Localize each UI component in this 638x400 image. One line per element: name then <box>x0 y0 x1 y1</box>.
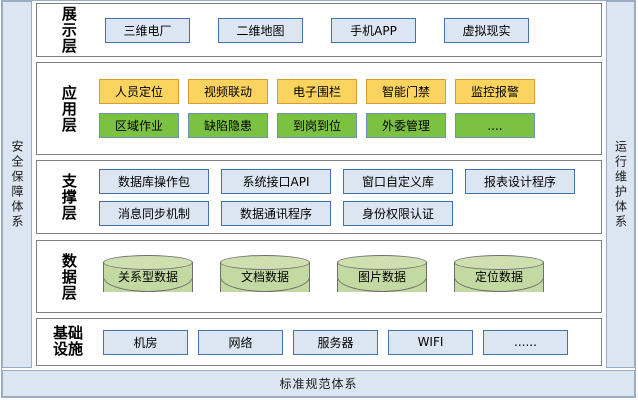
node-outsourcing-management[interactable]: 外委管理 <box>366 113 446 138</box>
node-defects-hazards[interactable]: 缺陷隐患 <box>188 113 268 138</box>
node-system-interface-api[interactable]: 系统接口API <box>221 168 331 194</box>
bottom-band-standards-system: 标准规范体系 <box>2 370 635 397</box>
right-band-label: 运行维护体系 <box>613 139 628 230</box>
node-mobile-app[interactable]: 手机APP <box>331 17 416 43</box>
bottom-band-label: 标准规范体系 <box>279 377 358 391</box>
layer-support-label: 支撑层 <box>59 173 78 221</box>
layer-data-row-1: 关系型数据 文档数据 图片数据 定 <box>99 254 595 299</box>
node-on-duty-in-place[interactable]: 到岗到位 <box>277 113 357 138</box>
node-message-sync-mechanism[interactable]: 消息同步机制 <box>99 200 209 226</box>
left-band-label: 安全保障体系 <box>10 139 24 230</box>
layer-application-row-2: 区域作业 缺陷隐患 到岗到位 外委管理 .... <box>99 113 595 138</box>
layer-application-body: 人员定位 视频联动 电子围栏 智能门禁 监控报警 区域作业 缺陷隐患 到岗到位 … <box>99 79 601 138</box>
layer-presentation-row-1: 三维电厂 二维地图 手机APP 虚拟现实 <box>99 17 595 43</box>
layer-data-body: 关系型数据 文档数据 图片数据 定 <box>99 254 601 299</box>
cylinder-label: 图片数据 <box>357 270 406 284</box>
layer-infrastructure-label: 基础设施 <box>52 324 83 358</box>
layer-application-label: 应用层 <box>59 84 78 133</box>
layer-support-row-2: 消息同步机制 数据通讯程序 身份权限认证 <box>99 200 595 226</box>
node-electronic-fence[interactable]: 电子围栏 <box>277 79 357 104</box>
node-personnel-positioning[interactable]: 人员定位 <box>99 79 179 104</box>
layer-application-row-1: 人员定位 视频联动 电子围栏 智能门禁 监控报警 <box>99 79 595 104</box>
cylinder-label: 定位数据 <box>474 270 523 284</box>
cylinder-image-data[interactable]: 图片数据 <box>337 254 427 299</box>
node-network[interactable]: 网络 <box>198 329 283 355</box>
node-window-custom-library[interactable]: 窗口自定义库 <box>343 168 453 194</box>
node-data-communication-program[interactable]: 数据通讯程序 <box>221 200 331 226</box>
layer-infrastructure-row-1: 机房 网络 服务器 WIFI ...... <box>99 329 595 355</box>
cylinder-top <box>103 254 193 270</box>
node-video-linkage[interactable]: 视频联动 <box>188 79 268 104</box>
layer-data-label: 数据层 <box>59 252 78 301</box>
layer-presentation-body: 三维电厂 二维地图 手机APP 虚拟现实 <box>99 17 601 43</box>
layer-presentation-label: 展示层 <box>59 6 78 54</box>
layer-presentation: 展示层 三维电厂 二维地图 手机APP 虚拟现实 <box>36 3 602 57</box>
cylinder-top <box>220 254 310 270</box>
left-band-security-system: 安全保障体系 <box>2 1 32 368</box>
node-report-design-program[interactable]: 报表设计程序 <box>465 168 575 194</box>
node-smart-access-control[interactable]: 智能门禁 <box>366 79 446 104</box>
layer-support-body: 数据库操作包 系统接口API 窗口自定义库 报表设计程序 消息同步机制 数据通讯… <box>99 168 601 226</box>
node-wifi[interactable]: WIFI <box>388 329 473 355</box>
node-virtual-reality[interactable]: 虚拟现实 <box>444 17 529 43</box>
cylinder-relational-data[interactable]: 关系型数据 <box>103 254 193 299</box>
node-identity-authorization[interactable]: 身份权限认证 <box>343 200 453 226</box>
node-infrastructure-more[interactable]: ...... <box>483 329 568 355</box>
node-3d-power-plant[interactable]: 三维电厂 <box>105 17 190 43</box>
layer-infrastructure: 基础设施 机房 网络 服务器 WIFI ...... <box>36 318 602 366</box>
layer-infrastructure-body: 机房 网络 服务器 WIFI ...... <box>99 329 601 355</box>
node-application-more[interactable]: .... <box>455 113 535 138</box>
node-computer-room[interactable]: 机房 <box>103 329 188 355</box>
right-band-operations-system: 运行维护体系 <box>606 1 635 368</box>
cylinder-positioning-data[interactable]: 定位数据 <box>454 254 544 299</box>
layer-support-row-1: 数据库操作包 系统接口API 窗口自定义库 报表设计程序 <box>99 168 595 194</box>
node-2d-map[interactable]: 二维地图 <box>218 17 303 43</box>
node-database-operation-package[interactable]: 数据库操作包 <box>99 168 209 194</box>
cylinder-label: 关系型数据 <box>117 270 178 284</box>
node-server[interactable]: 服务器 <box>293 329 378 355</box>
layer-data: 数据层 关系型数据 文档数据 <box>36 240 602 313</box>
cylinder-document-data[interactable]: 文档数据 <box>220 254 310 299</box>
cylinder-top <box>454 254 544 270</box>
cylinder-label: 文档数据 <box>240 270 289 284</box>
layer-support: 支撑层 数据库操作包 系统接口API 窗口自定义库 报表设计程序 消息同步机制 … <box>36 160 602 234</box>
layer-application: 应用层 人员定位 视频联动 电子围栏 智能门禁 监控报警 区域作业 缺陷隐患 到… <box>36 62 602 155</box>
cylinder-top <box>337 254 427 270</box>
node-monitoring-alarm[interactable]: 监控报警 <box>455 79 535 104</box>
node-area-operations[interactable]: 区域作业 <box>99 113 179 138</box>
